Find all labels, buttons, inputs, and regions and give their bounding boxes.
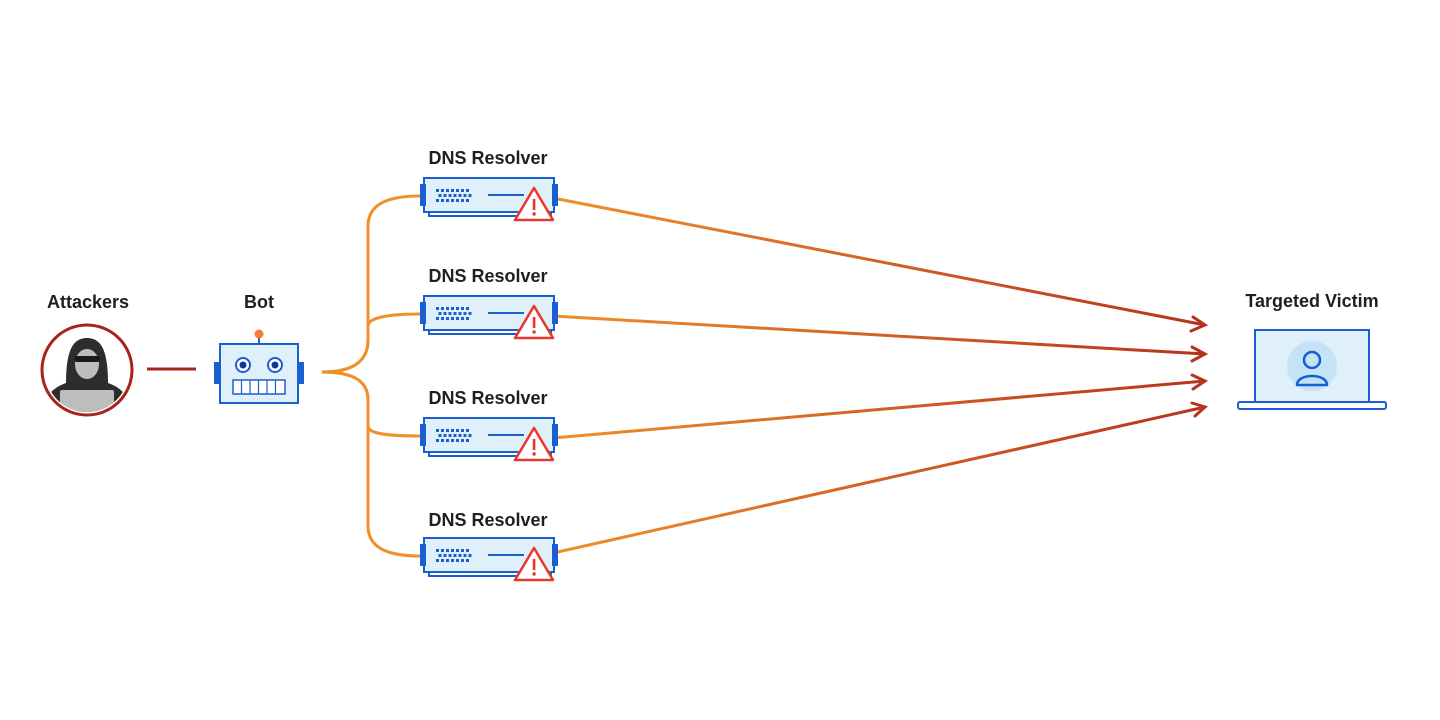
server-warning-icon (420, 537, 558, 582)
robot-icon (214, 329, 304, 404)
laptop-user-icon (1237, 329, 1387, 410)
bot-label: Bot (244, 292, 274, 312)
server-warning-icon (420, 295, 558, 340)
resolver-label-4: DNS Resolver (428, 510, 548, 530)
resolver-label-2: DNS Resolver (428, 266, 548, 286)
resolver-victim-lines (551, 196, 1209, 555)
attackers-label: Attackers (46, 292, 130, 312)
hacker-icon (40, 323, 134, 417)
server-warning-icon (420, 417, 558, 462)
resolver-label-1: DNS Resolver (428, 148, 548, 168)
server-warning-icon (420, 177, 558, 222)
bot-fanout-connectors (321, 194, 421, 558)
resolver-label-3: DNS Resolver (428, 388, 548, 408)
targeted-victim-label: Targeted Victim (1245, 291, 1379, 311)
